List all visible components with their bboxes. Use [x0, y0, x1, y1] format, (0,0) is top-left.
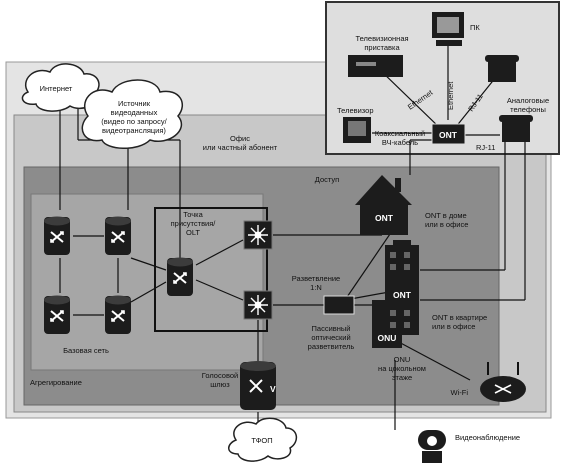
phones-label-1: Аналоговые: [507, 96, 549, 105]
office-zone-label-2: или частный абонент: [203, 143, 278, 152]
olt-router: [166, 256, 194, 297]
phones-label-2: телефоны: [510, 105, 546, 114]
settop-label-1: Телевизионная: [355, 34, 408, 43]
onu-basement-label-3: этаже: [392, 373, 412, 382]
core-router-1: [43, 215, 71, 256]
ont-customer-device: [431, 123, 466, 145]
router-icon: [104, 215, 132, 256]
office-zone-label-1: Офис: [230, 134, 250, 143]
ethernet-label-2: Ethernet: [446, 81, 455, 110]
tv-label: Телевизор: [337, 106, 374, 115]
phone-icon: [485, 55, 519, 82]
settop-label-2: приставка: [364, 43, 400, 52]
pop-label-1: Точка: [183, 210, 203, 219]
ont-house-label-1: ONT в доме: [425, 211, 467, 220]
coax-label-2: ВЧ-кабель: [382, 138, 418, 147]
ont-apartment-badge: ONT: [393, 290, 412, 300]
onu-basement-badge: ONU: [378, 333, 397, 343]
ont-customer-badge: ONT: [439, 130, 458, 140]
video-source-line-2: видеоданных: [111, 108, 158, 117]
core-router-4: [104, 294, 132, 335]
pc-icon: [432, 12, 464, 46]
router-icon: [43, 294, 71, 335]
pop-label-3: OLT: [186, 228, 200, 237]
splitter-ratio-label-2: 1:N: [310, 283, 322, 292]
aggregation-label: Агрегирование: [30, 378, 82, 387]
access-zone-label: Доступ: [315, 175, 339, 184]
voice-gateway-icon: [240, 361, 276, 410]
voice-gateway-mark: V: [270, 384, 276, 394]
onu-basement-label-2: на цокольном: [378, 364, 426, 373]
wifi-label: Wi-Fi: [451, 388, 469, 397]
wifi-router-icon: [480, 362, 526, 402]
camera-icon: [418, 430, 446, 463]
house-icon: [355, 175, 412, 235]
video-source-line-1: Источник: [118, 99, 151, 108]
pc-label: ПК: [470, 23, 480, 32]
pop-olt-box: [154, 207, 268, 332]
pstn-label: ТФОП: [251, 436, 272, 445]
rj11-label-2: RJ-11: [476, 143, 495, 152]
olt-switch-top: [243, 220, 273, 250]
core-router-3: [43, 294, 71, 335]
passive-splitter-label-2: оптический: [311, 333, 350, 342]
ont-apartment-label-2: или в офисе: [432, 322, 475, 331]
router-icon: [43, 215, 71, 256]
switch-icon: [243, 290, 273, 320]
phone-icon: [499, 115, 533, 142]
splitter-ratio-label-1: Разветвление: [292, 274, 340, 283]
building-icon: [372, 240, 419, 348]
cctv-label: Видеонаблюдение: [455, 433, 520, 442]
video-source-line-3: (видео по запросу/: [101, 117, 167, 126]
ont-house-badge: ONT: [375, 213, 394, 223]
core-router-2: [104, 215, 132, 256]
passive-splitter-label-3: разветвитель: [308, 342, 355, 351]
router-icon: [166, 256, 194, 297]
voice-gateway-label-1: Голосовой: [202, 371, 238, 380]
splitter-icon: [323, 295, 355, 315]
tv-icon: [343, 117, 371, 143]
switch-icon: [243, 220, 273, 250]
settop-box-icon: [348, 55, 403, 77]
olt-switch-bottom: [243, 290, 273, 320]
voice-gateway: V: [240, 361, 276, 410]
ont-apartment-label-1: ONT в квартире: [432, 313, 487, 322]
cloud-icon: [81, 79, 183, 149]
video-source-line-4: видеотрансляция): [102, 126, 166, 135]
internet-label: Интернет: [40, 84, 73, 93]
coax-label-1: Коаксиальный: [375, 129, 425, 138]
pop-label-2: присутствия/: [171, 219, 217, 228]
voice-gateway-label-2: шлюз: [210, 380, 230, 389]
passive-splitter-label-1: Пассивный: [312, 324, 351, 333]
router-icon: [104, 294, 132, 335]
cloud-icon: [228, 417, 298, 462]
base-network-label: Базовая сеть: [63, 346, 109, 355]
onu-basement-label-1: ONU: [394, 355, 411, 364]
pstn-cloud: ТФОП: [228, 417, 298, 462]
video-source-cloud: Источник видеоданных (видео по запросу/ …: [81, 79, 183, 149]
ont-house-label-2: или в офисе: [425, 220, 468, 229]
